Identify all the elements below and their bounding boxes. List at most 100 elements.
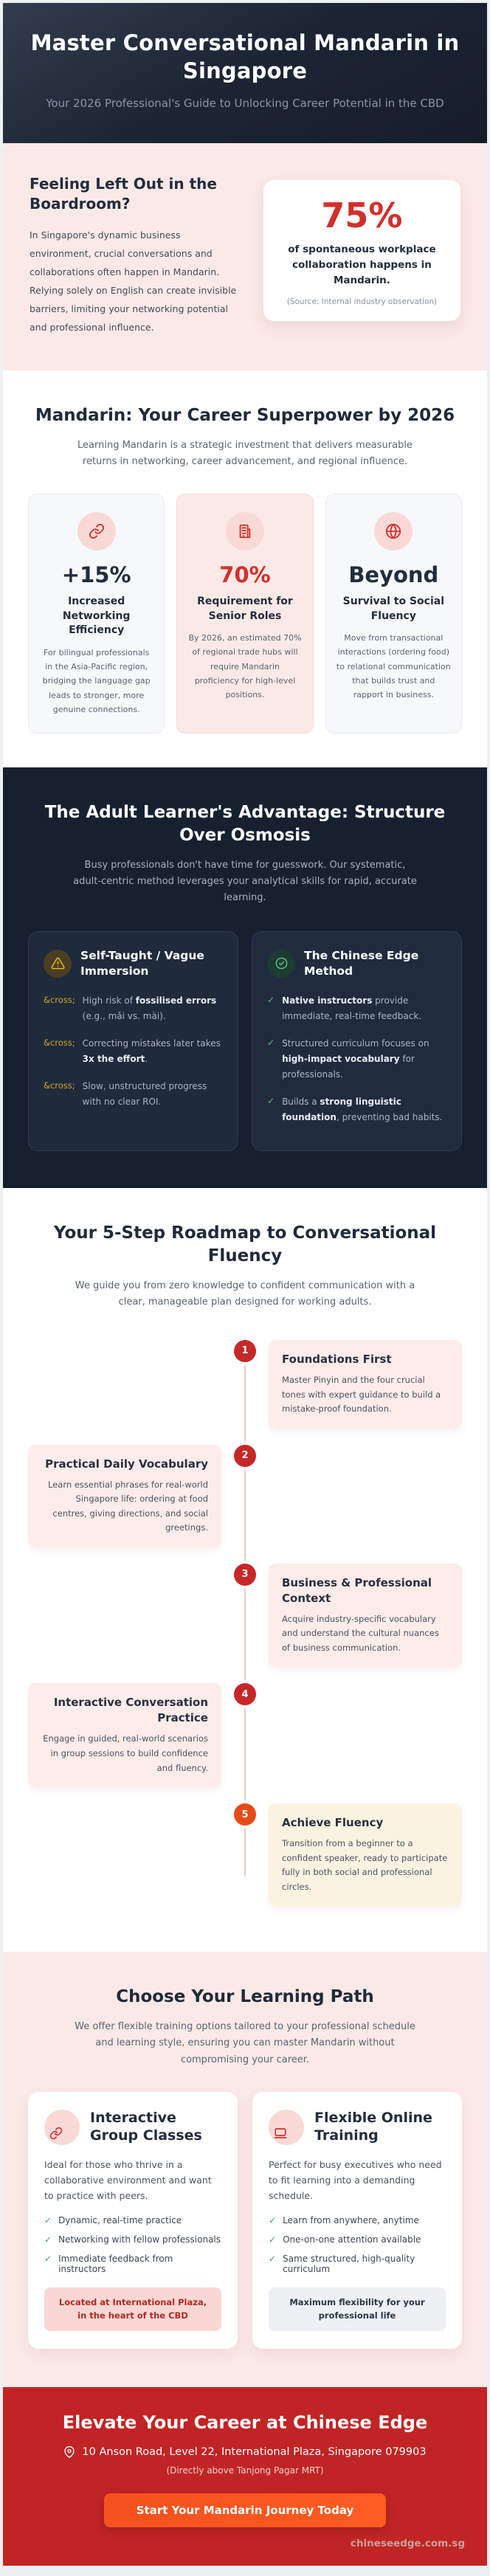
step-body: Engage in guided, real-world scenarios i…: [43, 1733, 208, 1773]
roadmap-step-4: 4 Interactive Conversation Practice Enga…: [28, 1683, 462, 1788]
method-section: The Adult Learner's Advantage: Structure…: [3, 767, 487, 1188]
step-card: Foundations First Master Pinyin and the …: [269, 1339, 462, 1429]
stat-value: 75%: [321, 195, 403, 235]
bad-method-item: &cross; Slow, unstructured progress with…: [44, 1079, 223, 1110]
roadmap-step-1: 1 Foundations First Master Pinyin and th…: [28, 1339, 462, 1429]
step-title: Achieve Fluency: [282, 1816, 384, 1830]
benefit-title: Increased Networking Efficiency: [62, 595, 131, 637]
benefit-body: By 2026, an estimated 70% of regional tr…: [188, 633, 302, 700]
benefit-stat: +15%: [61, 562, 131, 588]
path-feature: ✓ One-on-one attention available: [269, 2234, 421, 2245]
path-feature: ✓ Immediate feedback from instructors: [44, 2254, 173, 2275]
superpower-heading: Mandarin: Your Career Superpower by 2026: [35, 405, 455, 425]
roadmap-step-3: 3 Business & Professional Context Acquir…: [28, 1563, 462, 1668]
good-method-item: ✓ Structured curriculum focuses on high-…: [267, 1036, 446, 1082]
path-feature: ✓ Same structured, high-quality curricul…: [269, 2254, 415, 2275]
step-body: Acquire industry-specific vocabulary and…: [282, 1613, 439, 1653]
check-bullet: ✓: [267, 1095, 275, 1106]
benefit-card-senior-roles: 70% Requirement for Senior Roles By 2026…: [176, 494, 314, 734]
check-icon: ✓: [44, 2254, 52, 2265]
method-heading: The Adult Learner's Advantage: Structure…: [44, 803, 446, 846]
cta-button[interactable]: Start Your Mandarin Journey Today: [103, 2493, 387, 2527]
cross-bullet: &cross;: [44, 1080, 75, 1091]
check-icon: ✓: [44, 2215, 52, 2226]
good-method-item: ✓ Builds a strong linguistic foundation,…: [267, 1094, 446, 1125]
hero-section: Master Conversational Mandarin in Singap…: [3, 3, 487, 143]
check-bullet: ✓: [267, 1037, 275, 1048]
globe-icon: [374, 512, 413, 551]
check-icon: ✓: [44, 2234, 52, 2245]
timeline: 1 Foundations First Master Pinyin and th…: [28, 1339, 462, 1907]
footer-section: Elevate Your Career at Chinese Edge 10 A…: [3, 2386, 487, 2566]
benefit-title: Requirement for Senior Roles: [197, 595, 293, 622]
good-method-item: ✓ Native instructors provide immediate, …: [267, 993, 446, 1024]
benefit-card-networking: +15% Increased Networking Efficiency For…: [28, 494, 165, 734]
problem-body: In Singapore's dynamic business environm…: [30, 229, 237, 333]
step-title: Business & Professional Context: [282, 1575, 432, 1605]
step-card: Practical Daily Vocabulary Learn essenti…: [28, 1444, 221, 1547]
step-number-badge: 3: [234, 1563, 256, 1586]
link-icon: [44, 2109, 80, 2145]
cross-bullet: &cross;: [44, 994, 75, 1005]
location-highlight-pill: Located at International Plaza, in the h…: [44, 2287, 221, 2331]
roadmap-step-2: 2 Practical Daily Vocabulary Learn essen…: [28, 1444, 462, 1547]
footer-note: (Directly above Tanjong Pagar MRT): [166, 2465, 324, 2476]
check-bullet: ✓: [267, 994, 275, 1005]
path-feature: ✓ Dynamic, real-time practice: [44, 2215, 182, 2226]
check-icon: ✓: [269, 2215, 277, 2226]
flexibility-highlight-pill: Maximum flexibility for your professiona…: [269, 2287, 446, 2331]
benefit-body: Move from transactional interactions (or…: [336, 633, 451, 700]
timeline-line: [244, 1350, 246, 1877]
page-title: Master Conversational Mandarin in Singap…: [30, 30, 460, 83]
bad-method-title: Self-Taught / Vague Immersion: [80, 949, 204, 978]
step-title: Practical Daily Vocabulary: [45, 1457, 208, 1471]
benefit-title: Survival to Social Fluency: [342, 595, 444, 622]
path-body: Ideal for those who thrive in a collabor…: [44, 2158, 212, 2202]
bad-method-card: Self-Taught / Vague Immersion &cross; Hi…: [28, 931, 238, 1151]
step-number-badge: 4: [234, 1683, 256, 1706]
step-number-badge: 5: [234, 1803, 256, 1826]
step-card: Achieve Fluency Transition from a beginn…: [269, 1803, 462, 1907]
path-card-online-training: Flexible Online Training Perfect for bus…: [252, 2091, 462, 2349]
link-icon: [77, 512, 116, 551]
map-pin-icon: [63, 2445, 75, 2458]
path-feature: ✓ Learn from anywhere, anytime: [269, 2215, 419, 2226]
roadmap-section: Your 5-Step Roadmap to Conversational Fl…: [3, 1187, 487, 1952]
stat-card: 75% of spontaneous workplace collaborati…: [263, 179, 460, 321]
step-card: Interactive Conversation Practice Engage…: [28, 1683, 221, 1788]
problem-heading: Feeling Left Out in the Boardroom?: [30, 174, 217, 213]
roadmap-subtitle: We guide you from zero knowledge to conf…: [75, 1280, 415, 1308]
hero-subtitle: Your 2026 Professional's Guide to Unlock…: [46, 97, 444, 111]
check-icon: ✓: [269, 2254, 277, 2265]
stat-source: (Source: Internal industry observation): [286, 297, 438, 306]
problem-section: Feeling Left Out in the Boardroom? In Si…: [3, 142, 487, 370]
superpower-subtitle: Learning Mandarin is a strategic investm…: [77, 439, 413, 468]
step-title: Foundations First: [282, 1352, 392, 1366]
step-body: Learn essential phrases for real-world S…: [48, 1479, 208, 1533]
laptop-icon: [269, 2109, 304, 2145]
learning-paths-section: Choose Your Learning Path We offer flexi…: [3, 1952, 487, 2387]
step-body: Transition from a beginner to a confiden…: [282, 1838, 448, 1892]
path-title: Interactive Group Classes: [90, 2109, 202, 2144]
benefit-card-social-fluency: Beyond Survival to Social Fluency Move f…: [325, 494, 462, 734]
paths-subtitle: We offer flexible training options tailo…: [75, 2021, 415, 2065]
roadmap-step-5: 5 Achieve Fluency Transition from a begi…: [28, 1803, 462, 1907]
footer-address: 10 Anson Road, Level 22, International P…: [82, 2445, 427, 2458]
step-card: Business & Professional Context Acquire …: [269, 1563, 462, 1668]
good-method-title: The Chinese Edge Method: [304, 949, 419, 978]
step-title: Interactive Conversation Practice: [53, 1696, 208, 1725]
stat-label: of spontaneous workplace collaboration h…: [288, 244, 436, 287]
path-title: Flexible Online Training: [314, 2109, 432, 2144]
roadmap-heading: Your 5-Step Roadmap to Conversational Fl…: [53, 1223, 437, 1265]
site-domain[interactable]: chineseedge.com.sg: [350, 2537, 465, 2549]
cross-bullet: &cross;: [44, 1037, 75, 1048]
paths-heading: Choose Your Learning Path: [116, 1987, 374, 2007]
bad-method-item: &cross; High risk of fossilised errors (…: [44, 993, 223, 1024]
warning-triangle-icon: [44, 949, 72, 978]
check-circle-icon: [267, 949, 295, 978]
path-card-group-classes: Interactive Group Classes Ideal for thos…: [28, 2091, 238, 2349]
step-body: Master Pinyin and the four crucial tones…: [282, 1374, 441, 1415]
superpower-section: Mandarin: Your Career Superpower by 2026…: [3, 370, 487, 768]
benefit-stat: Beyond: [348, 562, 439, 588]
path-body: Perfect for busy executives who need to …: [269, 2158, 442, 2202]
